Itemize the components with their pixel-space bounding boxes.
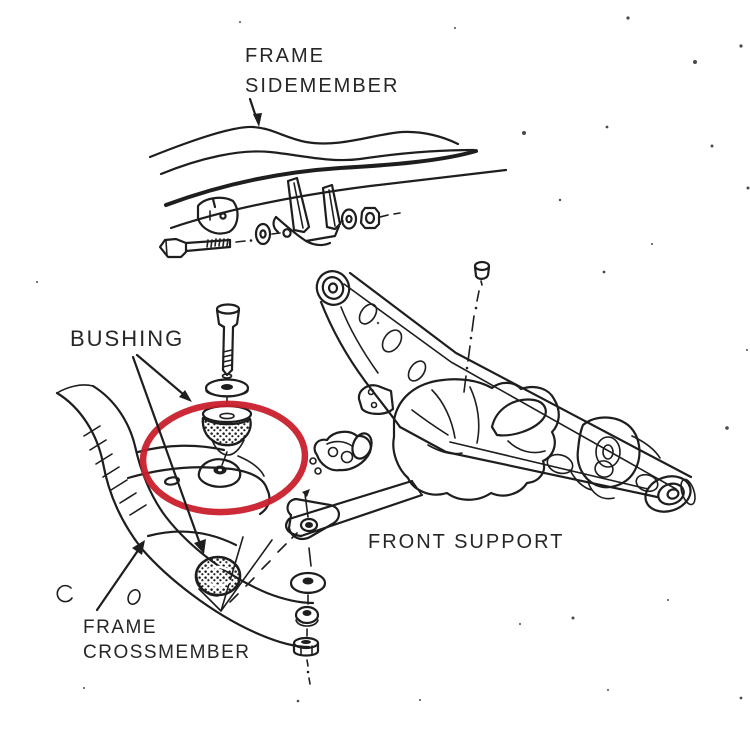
stud-bolt <box>463 260 491 393</box>
frame-crossmember-arrowhead <box>132 540 145 555</box>
scan-noise-speckles <box>36 16 750 703</box>
differential-housing <box>357 378 661 501</box>
frame-crossmember-label-line2: CROSSMEMBER <box>83 642 250 663</box>
frame-crossmember-label-line1: FRAME <box>83 617 157 638</box>
frame-crossmember-drawing <box>55 384 315 649</box>
lower-bushing <box>194 555 242 597</box>
label-bushing: BUSHING <box>70 326 206 554</box>
frame-sidemember-label-line2: SIDEMEMBER <box>245 75 399 97</box>
support-plate-and-ear <box>285 479 424 541</box>
upper-washer <box>204 378 250 405</box>
vertical-hex-bolt <box>215 303 241 379</box>
frame-crossmember-leader-line <box>95 547 141 612</box>
sidemember-mount-bracket <box>272 176 342 247</box>
horizontal-hex-bolt <box>158 237 259 259</box>
bracket-washer-and-nut <box>339 206 401 230</box>
bolt-flat-washer <box>254 222 281 246</box>
label-frame-sidemember: FRAME SIDEMEMBER <box>245 45 399 127</box>
bushing-leader-line-lower <box>131 355 201 543</box>
front-support-label: FRONT SUPPORT <box>368 531 564 553</box>
frame-sidemember-label-line1: FRAME <box>245 45 325 67</box>
label-frame-crossmember: FRAME CROSSMEMBER <box>83 540 250 663</box>
frame-sidemember-drawing <box>148 125 508 235</box>
bushing-arrowhead-upper <box>179 390 192 402</box>
label-front-support: FRONT SUPPORT <box>368 531 564 553</box>
bushing-leader-line-upper <box>135 353 185 396</box>
highlight-ellipse-annotation <box>139 400 309 516</box>
frame-sidemember-arrowhead <box>253 113 262 127</box>
bushing-arrowhead-lower <box>194 539 206 554</box>
bushing-label: BUSHING <box>70 326 184 351</box>
washer-lockwasher-nut-stack <box>289 547 327 685</box>
pinion-yoke <box>309 430 373 475</box>
